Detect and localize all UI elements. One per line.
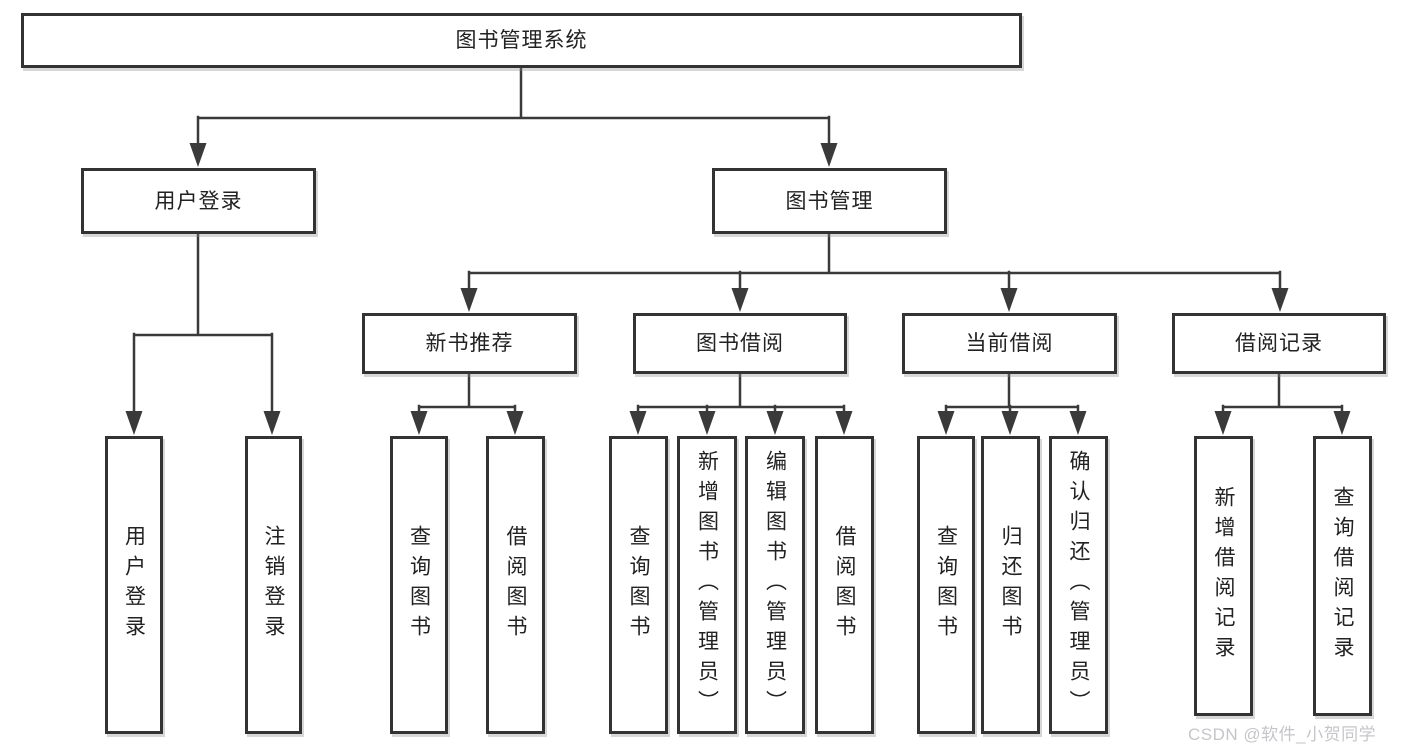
leaf-cb-return-books: 归还图书 xyxy=(981,436,1040,734)
leaf-nb-borrow-books: 借阅图书 xyxy=(486,436,545,734)
leaf-bb-add-books-admin-label: 新增图书（管理员） xyxy=(695,450,719,720)
watermark-text: CSDN @软件_小贺同学 xyxy=(1188,725,1377,744)
node-book-management: 图书管理 xyxy=(712,168,947,234)
node-book-borrowing: 图书借阅 xyxy=(633,313,847,374)
node-current-borrowing-label: 当前借阅 xyxy=(965,332,1054,355)
node-user-login: 用户登录 xyxy=(81,168,316,234)
leaf-bb-borrow-books-label: 借阅图书 xyxy=(833,525,856,645)
node-book-borrowing-label: 图书借阅 xyxy=(696,332,784,355)
arrow-down-icons xyxy=(125,143,1351,435)
leaf-user-login: 用户登录 xyxy=(105,436,163,734)
node-library-system: 图书管理系统 xyxy=(21,13,1022,68)
node-library-system-label: 图书管理系统 xyxy=(455,29,588,52)
leaf-nb-borrow-books-label: 借阅图书 xyxy=(504,525,527,645)
leaf-logout-label: 注销登录 xyxy=(262,525,285,645)
leaf-br-query-record: 查询借阅记录 xyxy=(1313,436,1372,716)
node-borrowing-records: 借阅记录 xyxy=(1172,313,1386,374)
node-new-book-recommend-label: 新书推荐 xyxy=(425,332,514,355)
leaf-bb-edit-books-admin-label: 编辑图书（管理员） xyxy=(763,450,787,720)
tree-connector-path xyxy=(132,66,1344,415)
leaf-cb-query-books-label: 查询图书 xyxy=(934,525,958,645)
leaf-br-add-record-label: 新增借阅记录 xyxy=(1212,486,1235,666)
leaf-cb-confirm-return-admin-label: 确认归还（管理员） xyxy=(1067,450,1090,720)
leaf-bb-edit-books-admin: 编辑图书（管理员） xyxy=(745,436,805,734)
node-user-login-label: 用户登录 xyxy=(154,189,243,213)
node-current-borrowing: 当前借阅 xyxy=(902,313,1117,374)
leaf-nb-query-books: 查询图书 xyxy=(390,436,448,734)
leaf-bb-query-books-label: 查询图书 xyxy=(627,525,650,645)
leaf-cb-confirm-return-admin: 确认归还（管理员） xyxy=(1049,436,1108,734)
node-borrowing-records-label: 借阅记录 xyxy=(1235,332,1323,355)
leaf-cb-return-books-label: 归还图书 xyxy=(999,525,1022,645)
leaf-user-login-label: 用户登录 xyxy=(122,525,146,645)
leaf-br-add-record: 新增借阅记录 xyxy=(1194,436,1253,716)
node-book-management-label: 图书管理 xyxy=(785,189,874,213)
leaf-nb-query-books-label: 查询图书 xyxy=(407,525,431,645)
leaf-bb-borrow-books: 借阅图书 xyxy=(815,436,874,734)
leaf-bb-add-books-admin: 新增图书（管理员） xyxy=(677,436,737,734)
leaf-bb-query-books: 查询图书 xyxy=(609,436,668,734)
leaf-cb-query-books: 查询图书 xyxy=(917,436,975,734)
node-new-book-recommend: 新书推荐 xyxy=(362,313,577,374)
leaf-br-query-record-label: 查询借阅记录 xyxy=(1331,486,1354,666)
leaf-logout: 注销登录 xyxy=(245,436,302,734)
